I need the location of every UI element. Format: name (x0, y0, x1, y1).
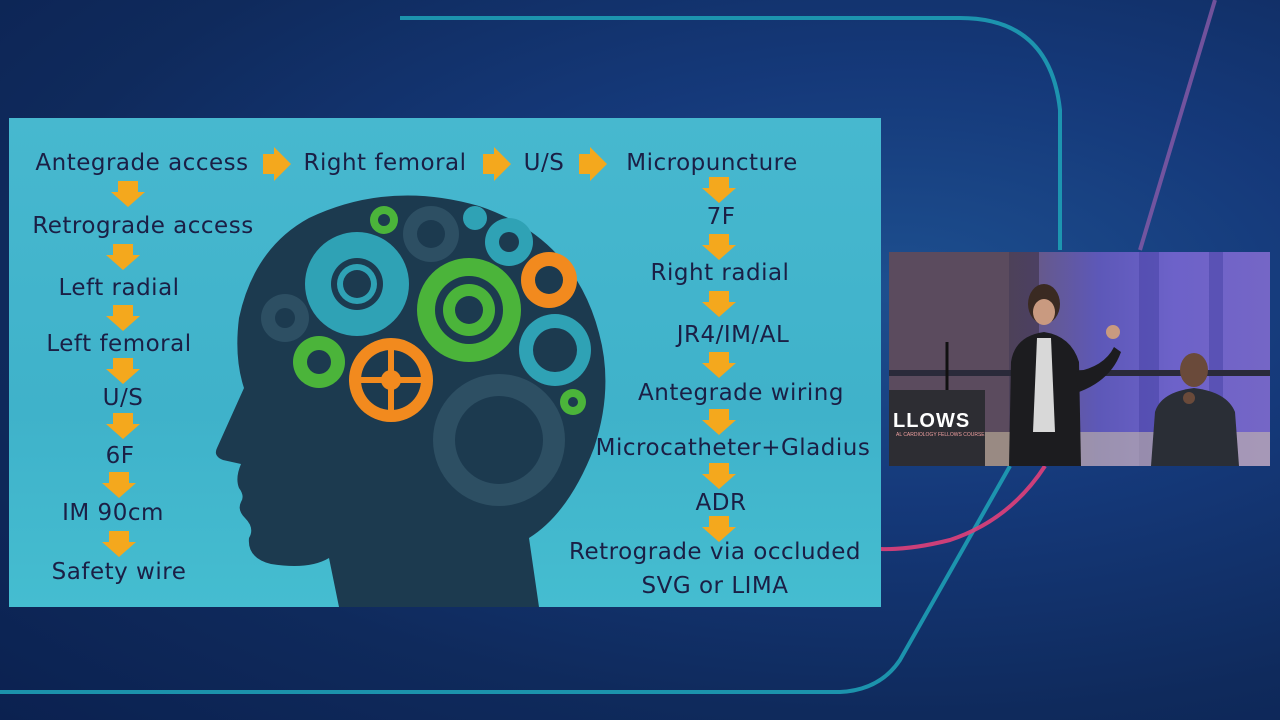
arrow-right-icon (263, 147, 291, 181)
arrow-right-icon (579, 147, 607, 181)
video-scene (889, 252, 1270, 466)
step-jr4-im-al: JR4/IM/AL (676, 322, 790, 348)
arrow-down-icon (702, 516, 736, 542)
arrow-down-icon (702, 409, 736, 435)
step-us-top: U/S (523, 150, 565, 176)
step-safety-wire: Safety wire (51, 559, 187, 585)
step-retrograde-via-occluded: Retrograde via occluded (569, 539, 861, 565)
arrow-down-icon (702, 234, 736, 260)
arrow-down-icon (106, 244, 140, 270)
arrow-right-icon (483, 147, 511, 181)
step-left-radial: Left radial (58, 275, 180, 301)
step-retrograde-access: Retrograde access (32, 213, 254, 239)
step-adr: ADR (695, 490, 747, 516)
arrow-down-icon (111, 181, 145, 207)
step-right-femoral: Right femoral (303, 150, 467, 176)
step-7f: 7F (706, 204, 736, 230)
step-antegrade-access: Antegrade access (35, 150, 249, 176)
step-im-90cm: IM 90cm (62, 500, 164, 526)
step-right-radial: Right radial (650, 260, 790, 286)
event-sign: LLOWS (893, 410, 971, 432)
head-gears-illustration (215, 195, 606, 607)
arrow-down-icon (106, 305, 140, 331)
arrow-down-icon (106, 413, 140, 439)
arrow-down-icon (702, 291, 736, 317)
step-svg-or-lima: SVG or LIMA (641, 573, 789, 599)
step-us-left: U/S (102, 385, 144, 411)
presentation-slide: Antegrade access Retrograde access Left … (9, 118, 881, 607)
arrow-down-icon (106, 358, 140, 384)
event-sign-subtitle: AL CARDIOLOGY FELLOWS COURSE (896, 432, 985, 438)
speaker-video (889, 252, 1270, 466)
arrow-down-icon (102, 531, 136, 557)
step-left-femoral: Left femoral (46, 331, 192, 357)
arrow-down-icon (102, 472, 136, 498)
step-microcatheter-gladius: Microcatheter+Gladius (595, 435, 871, 461)
arrow-down-icon (702, 177, 736, 203)
step-micropuncture: Micropuncture (626, 150, 798, 176)
arrow-down-icon (702, 352, 736, 378)
arrow-down-icon (702, 463, 736, 489)
step-antegrade-wiring: Antegrade wiring (638, 380, 844, 406)
step-6f: 6F (105, 443, 135, 469)
